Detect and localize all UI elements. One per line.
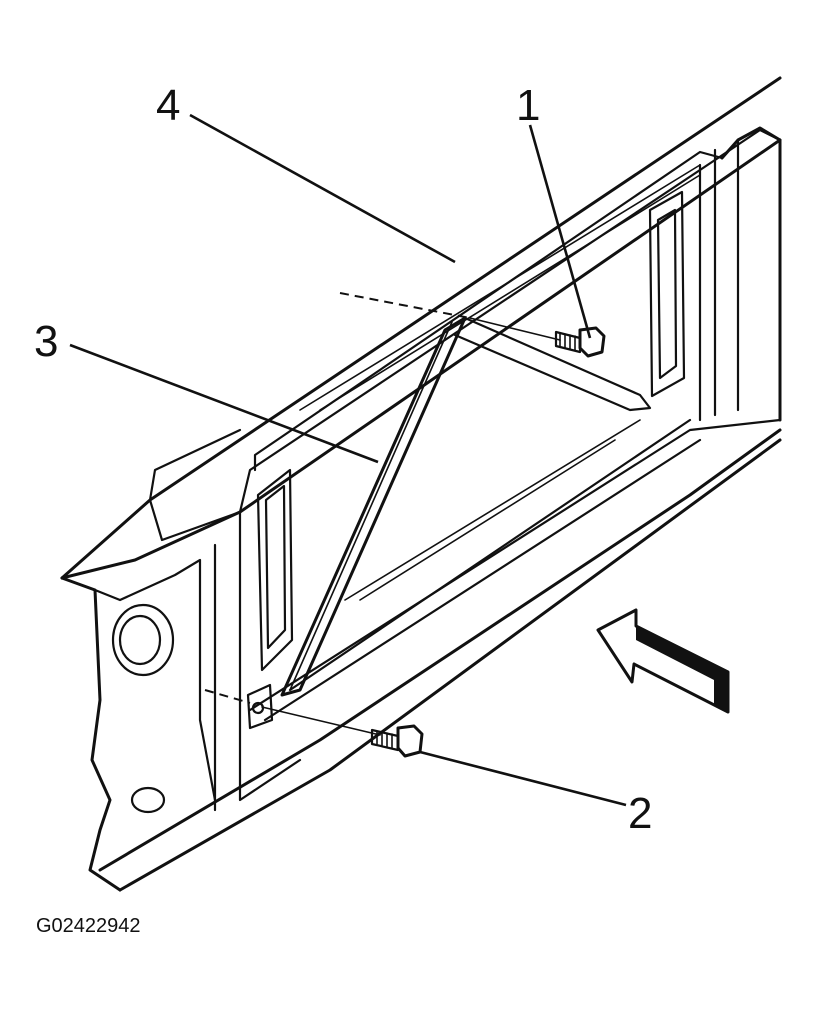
callout-1: 1 <box>516 81 540 130</box>
cross-brace <box>280 316 652 697</box>
callout-3: 3 <box>34 317 58 366</box>
callout-4: 4 <box>156 81 180 130</box>
frame-rail <box>60 76 782 892</box>
callout-2: 2 <box>628 789 652 838</box>
right-slot <box>648 190 686 398</box>
leader-lines <box>69 113 627 807</box>
bolt-axis-lines <box>204 292 561 736</box>
bolt-icon <box>246 683 424 758</box>
direction-arrow-icon <box>596 608 730 714</box>
bolt-icon <box>554 326 606 358</box>
figure-id: G02422942 <box>36 915 141 937</box>
left-slot <box>256 468 294 672</box>
